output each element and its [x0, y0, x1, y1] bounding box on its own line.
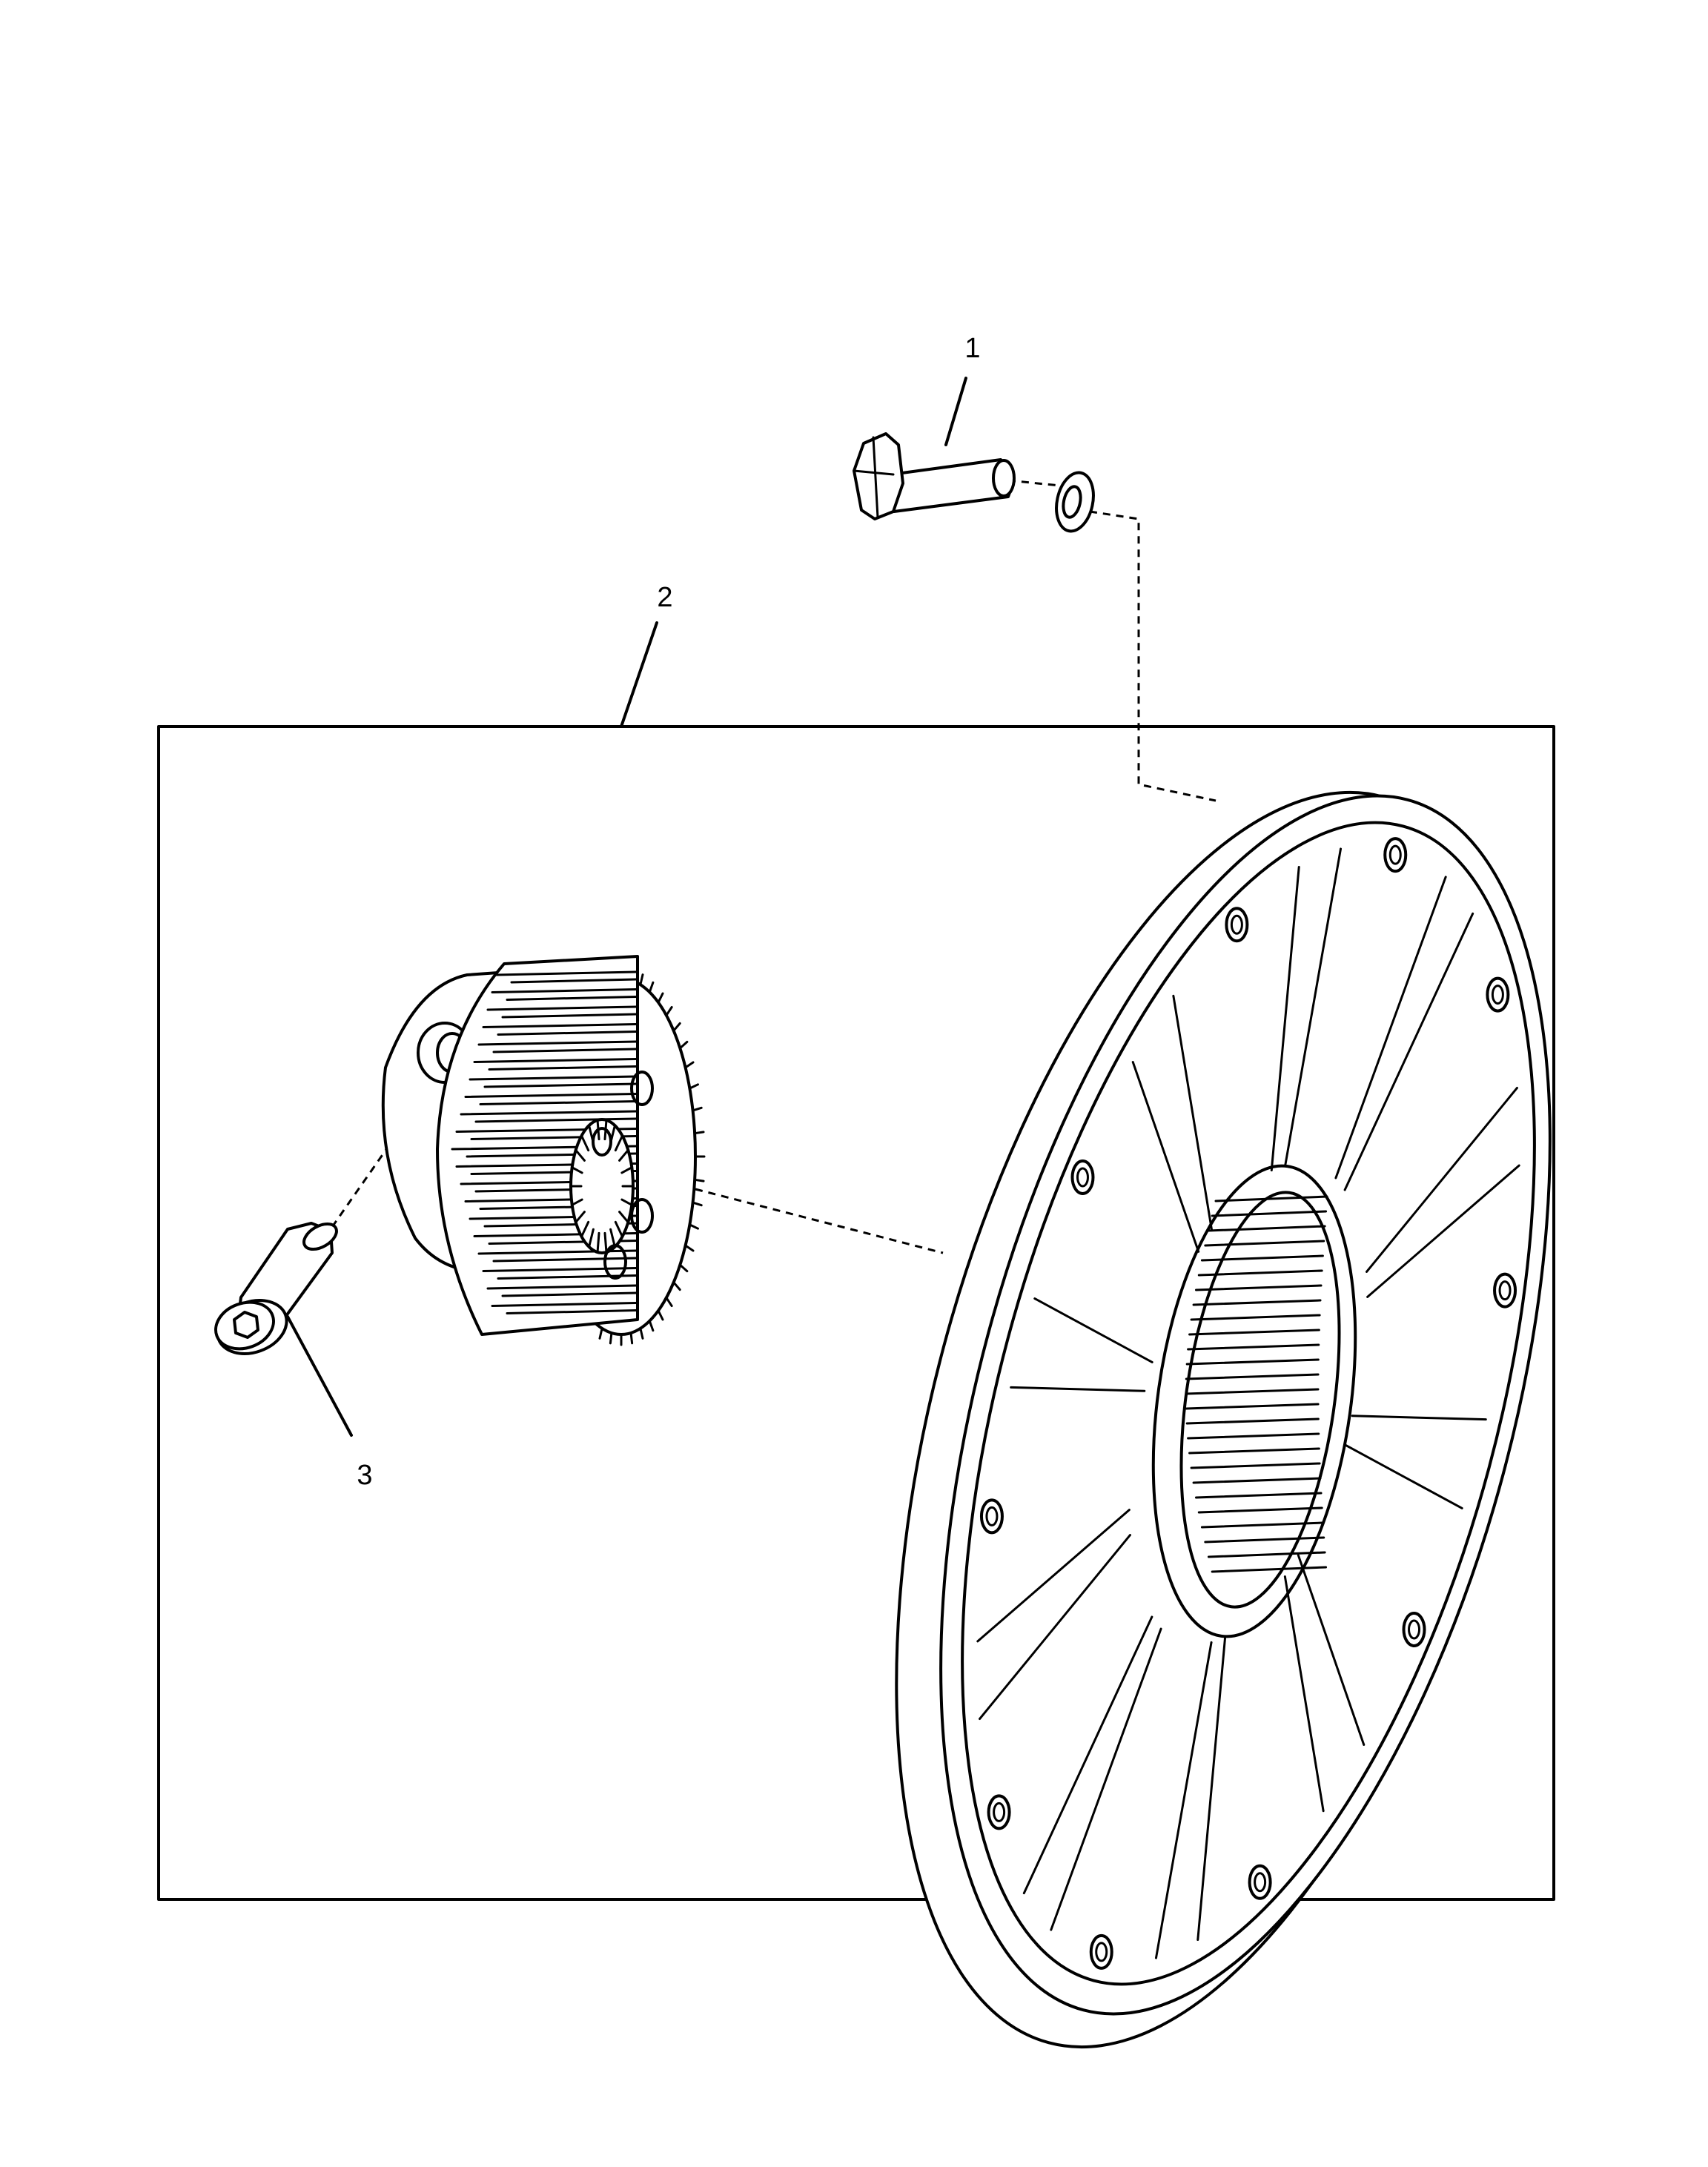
- brake-disc-plate-icon: [895, 790, 1552, 2049]
- callout-item-1: 1: [964, 333, 981, 364]
- kit-boundary-box: [157, 725, 1555, 1901]
- washer-icon: [1055, 471, 1095, 533]
- planetary-gear-carrier-icon: [381, 955, 706, 1346]
- callout-item-2: 2: [657, 582, 673, 613]
- socket-head-cap-screw-icon: [214, 1222, 338, 1355]
- leader-line-2: [620, 621, 658, 728]
- leader-line-1: [944, 377, 967, 446]
- hex-bolt-icon: [853, 432, 1016, 520]
- leader-line-3: [286, 1315, 353, 1437]
- callout-item-3: 3: [357, 1460, 373, 1491]
